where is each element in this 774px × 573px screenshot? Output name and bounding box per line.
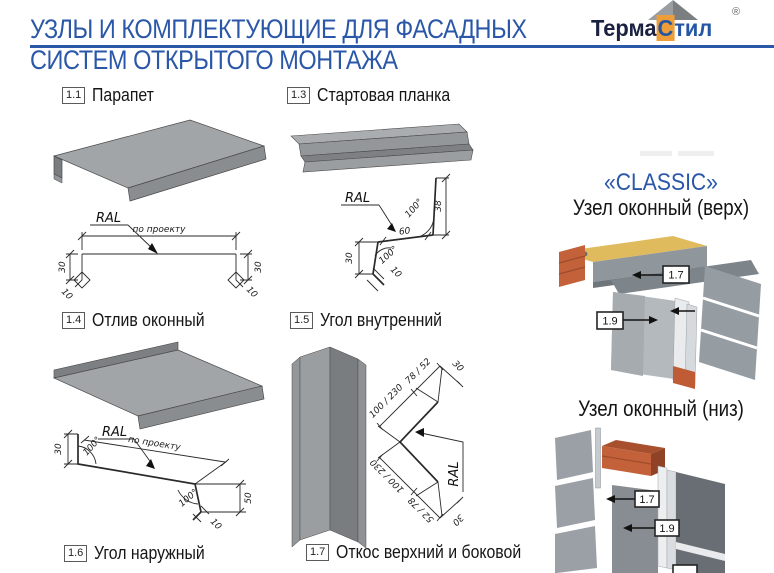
bottom-dim-c: 30	[450, 512, 465, 527]
window-sill-drawing: 30 100° RAL по проекту 100° 50 10	[52, 341, 265, 532]
unit-top-structure	[558, 236, 761, 389]
item-code: 1.7	[306, 544, 330, 561]
logo-wordmark: ТермаСтил	[591, 15, 712, 42]
callout-box	[662, 265, 690, 284]
item-name: Парапет	[92, 85, 155, 105]
window-unit-bottom-render: 1.7 1.9	[555, 427, 725, 573]
item-code: 1.6	[64, 545, 88, 562]
item-name: Откос верхний и боковой	[336, 542, 522, 562]
top-dim-b: 78 / 52	[404, 357, 434, 387]
unit-bottom-callouts: 1.7 1.9	[606, 490, 698, 573]
parapet-3d-render	[52, 119, 267, 202]
logo-word-rest: тил	[674, 15, 713, 41]
inner-corner-dimension-sketch: 100 / 230 78 / 52 30 100 / 230 52 / 78 3…	[368, 357, 465, 528]
top-dim-c: 30	[450, 359, 465, 374]
item-label-1-4: 1.4 Отлив оконный	[62, 310, 220, 331]
parapet-dimension-sketch: RAL по проекту 30 30 10 10	[58, 211, 264, 302]
callout-1-7: 1.7	[639, 494, 654, 506]
ral-label: RAL	[447, 461, 462, 486]
logo-word-dark: Терма	[591, 15, 657, 41]
unit-top-callouts: 1.7 1.9	[596, 265, 695, 330]
callout-box-partial	[672, 564, 698, 573]
hook-dim-right: 10	[244, 285, 259, 300]
item-label-1-7: 1.7 Откос верхний и боковой	[306, 542, 547, 563]
slope-dim: 60	[398, 226, 411, 238]
ral-label: RAL	[345, 191, 370, 206]
callout-1-9: 1.9	[602, 316, 617, 328]
item-label-1-1: 1.1 Парапет	[62, 85, 163, 106]
item-code: 1.3	[287, 87, 311, 104]
hook-dim: 10	[388, 265, 403, 280]
item-name: Угол внутренний	[320, 310, 443, 330]
unit-bottom-title: Узел оконный (низ)	[578, 396, 744, 421]
hook-dim: 10	[208, 517, 223, 532]
title-underline	[30, 45, 774, 48]
item-name: Стартовая планка	[317, 85, 451, 105]
callout-box	[596, 311, 624, 330]
page-title-line2: СИСТЕМ ОТКРЫТОГО МОНТАЖА	[30, 45, 398, 75]
faded-print-artifact	[678, 151, 714, 156]
callout-1-9: 1.9	[659, 523, 674, 535]
page-title-line1: УЗЛЫ И КОМПЛЕКТУЮЩИЕ ДЛЯ ФАСАДНЫХ	[30, 14, 527, 44]
page-title: УЗЛЫ И КОМПЛЕКТУЮЩИЕ ДЛЯ ФАСАДНЫХ СИСТЕМ…	[30, 14, 527, 76]
top-dim-a: 100 / 230	[368, 383, 406, 421]
window-sill-dimension-sketch: 30 100° RAL по проекту 100° 50 10	[54, 425, 254, 532]
length-dim: по проекту	[127, 435, 181, 453]
ral-label: RAL	[102, 425, 127, 440]
right-dim: 38	[434, 200, 444, 212]
left-dim: 30	[54, 443, 64, 455]
item-label-1-5: 1.5 Угол внутренний	[290, 310, 459, 331]
angle-top: 100°	[404, 197, 426, 220]
bottom-dim-a: 100 / 230	[369, 456, 407, 494]
window-sill-3d-render	[52, 341, 265, 430]
termastil-logo: ТермаСтил ®	[591, 0, 761, 46]
starter-strip-dimension-sketch: RAL 60 100° 38 30 100° 10	[341, 173, 451, 292]
logo-letter-highlight: С	[656, 15, 675, 41]
callout-box	[634, 490, 660, 508]
item-code: 1.4	[62, 312, 86, 329]
unit-top-title: Узел оконный (верх)	[572, 195, 750, 220]
angle-bottom: 100°	[377, 245, 400, 267]
item-code: 1.5	[290, 312, 314, 329]
item-name: Угол наружный	[94, 543, 206, 563]
parapet-drawing: RAL по проекту 30 30 10 10	[52, 119, 267, 302]
length-dim: по проекту	[133, 225, 187, 235]
side-dim-left: 30	[58, 261, 68, 273]
item-label-1-3: 1.3 Стартовая планка	[287, 85, 469, 106]
series-label: «CLASSIC»	[604, 169, 718, 196]
ral-label: RAL	[96, 211, 121, 226]
starter-strip-drawing: RAL 60 100° 38 30 100° 10	[290, 123, 474, 292]
hook-dim-left: 10	[59, 287, 74, 302]
inner-corner-3d-render	[291, 346, 367, 549]
window-unit-top-render: 1.7 1.9	[558, 236, 761, 389]
callout-1-7: 1.7	[668, 270, 683, 282]
starter-strip-3d-render	[290, 123, 474, 173]
side-dim-right: 30	[254, 261, 264, 273]
inner-corner-drawing: 100 / 230 78 / 52 30 100 / 230 52 / 78 3…	[291, 346, 465, 549]
left-dim: 30	[345, 252, 355, 264]
item-label-1-6: 1.6 Угол наружный	[64, 543, 220, 564]
faded-print-artifact	[640, 151, 672, 156]
item-code: 1.1	[62, 87, 86, 104]
registered-mark: ®	[732, 6, 741, 18]
callout-box	[654, 519, 680, 537]
right-dim: 50	[244, 492, 254, 504]
item-name: Отлив оконный	[92, 310, 205, 330]
